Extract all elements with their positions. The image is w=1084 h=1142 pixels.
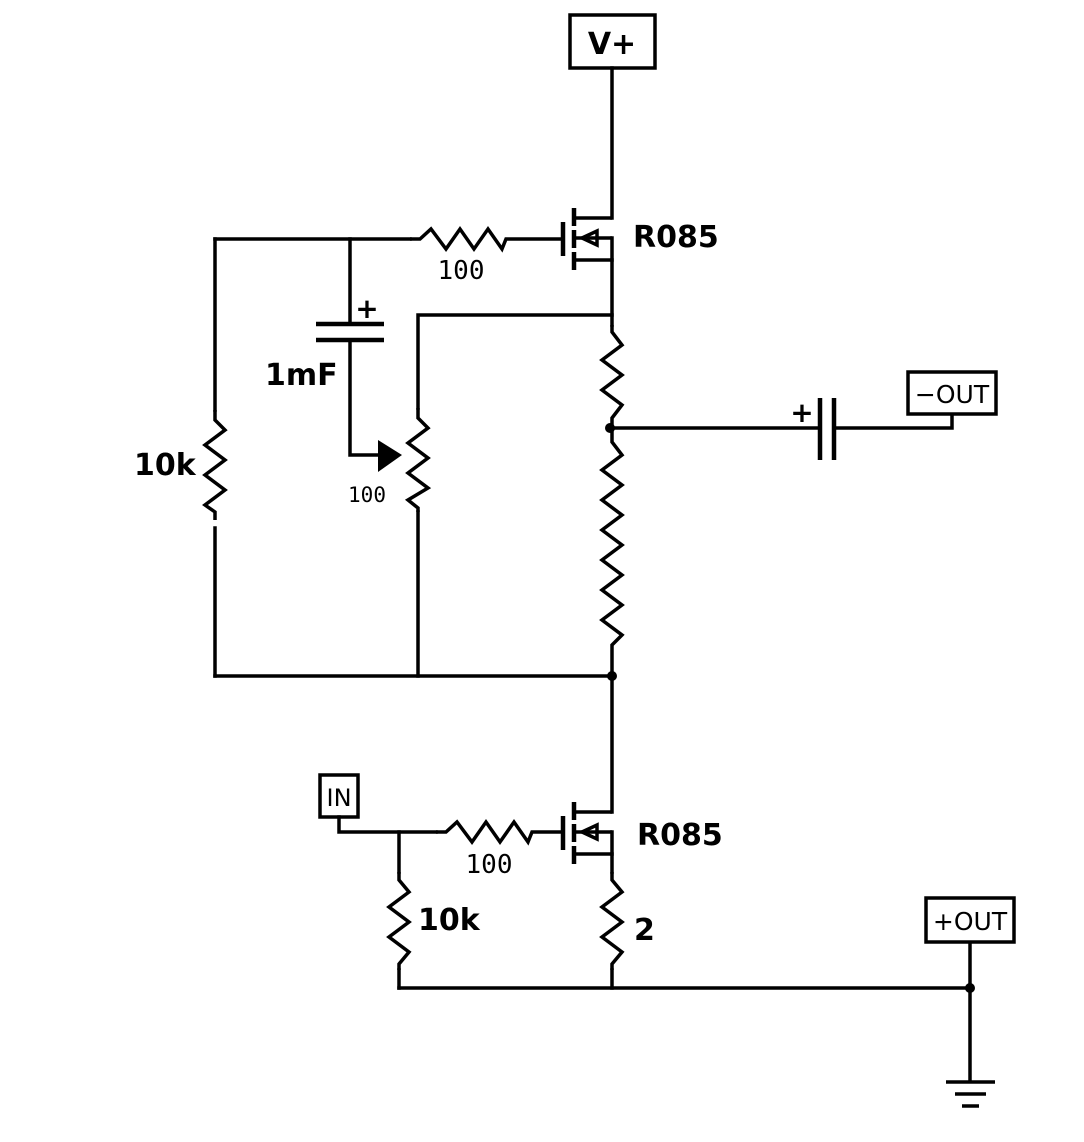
resistor-10k-bottom — [386, 872, 412, 970]
ground-icon — [946, 1080, 995, 1108]
mosfet-top-label: R085 — [633, 220, 719, 255]
capacitor-1mf-label: 1mF — [265, 358, 338, 393]
resistor-gate-bottom — [436, 818, 563, 846]
potentiometer-label: 100 — [348, 483, 386, 507]
out-minus-label: −OUT — [915, 380, 990, 409]
capacitor-output-polarity: + — [790, 396, 813, 429]
resistor-gate-bottom-label: 100 — [466, 850, 513, 880]
resistor-upper-chain — [599, 325, 625, 428]
out-minus-port: −OUT — [906, 370, 998, 416]
wire-out-minus — [834, 412, 954, 430]
input-label: IN — [326, 784, 351, 812]
resistor-source-2 — [599, 872, 625, 970]
resistor-10k-left — [202, 410, 228, 520]
resistor-gate-top-label: 100 — [438, 256, 485, 286]
wire-cap-to-wiper — [348, 340, 384, 457]
mosfet-top — [560, 208, 614, 270]
resistor-lower-chain — [599, 428, 625, 676]
potentiometer-100 — [404, 408, 432, 512]
capacitor-1mf — [316, 321, 384, 343]
resistor-gate-top — [410, 225, 563, 253]
capacitor-1mf-polarity: + — [355, 292, 378, 325]
wire-input — [337, 815, 438, 834]
out-plus-port: +OUT — [924, 896, 1016, 944]
mosfet-bottom — [560, 802, 614, 864]
resistor-10k-left-label: 10k — [134, 448, 197, 483]
resistor-source-2-label: 2 — [634, 913, 655, 948]
resistor-10k-bottom-label: 10k — [418, 903, 481, 938]
potentiometer-wiper-arrow — [378, 440, 402, 472]
input-port: IN — [318, 773, 360, 819]
vplus-label: V+ — [588, 27, 636, 62]
wire-pot-top — [416, 313, 614, 410]
capacitor-output — [817, 398, 837, 460]
out-plus-label: +OUT — [933, 907, 1008, 936]
mosfet-bottom-label: R085 — [637, 818, 723, 853]
vplus-port: V+ — [568, 13, 657, 70]
